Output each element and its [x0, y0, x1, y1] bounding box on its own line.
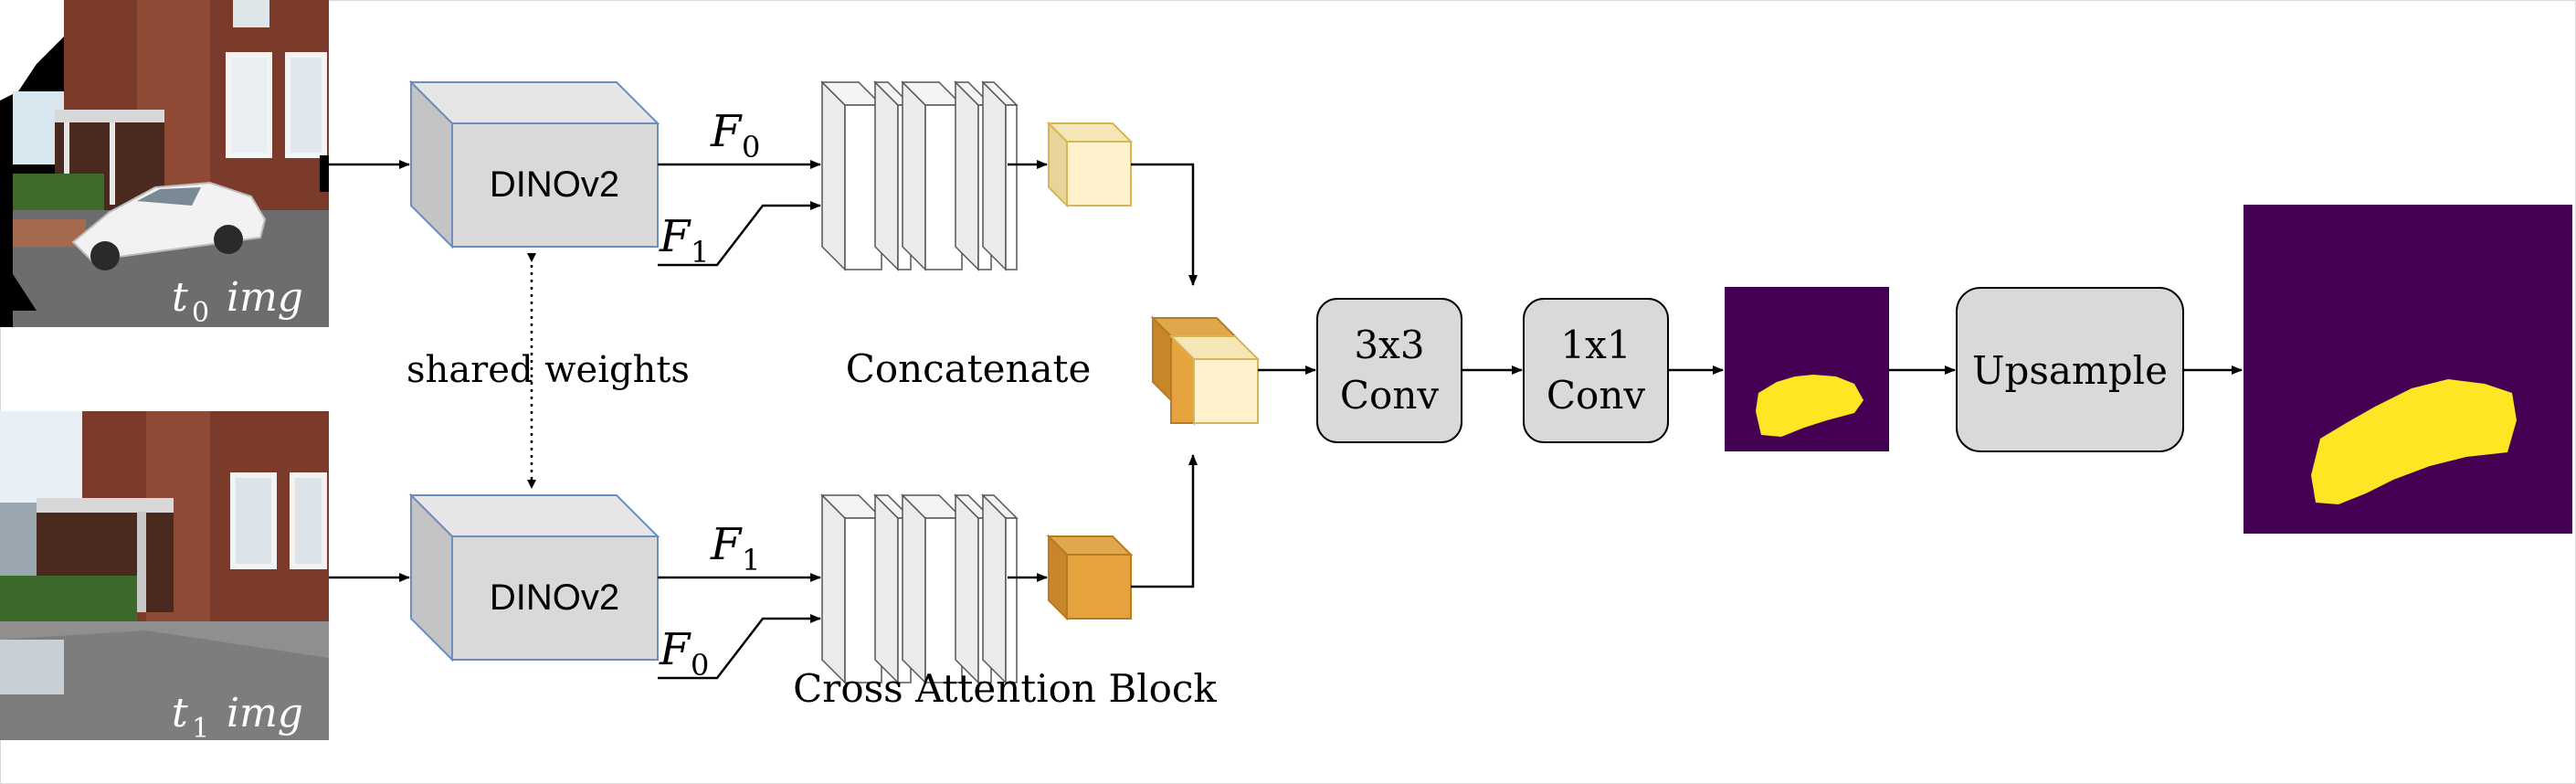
cross-attention-layer [981, 493, 1019, 684]
t1-symbol: t [172, 690, 188, 736]
cross-attention-layer [901, 80, 964, 271]
cross-attention-layer [820, 493, 883, 684]
top-f0-sub: 0 [742, 130, 760, 164]
label-t0-img: t 0 img [172, 274, 303, 329]
label-t1-img: t 1 img [172, 690, 303, 745]
top-f1-sub: 1 [691, 235, 709, 270]
upsample-label: Upsample [1972, 348, 2168, 393]
arrow-bottom-feature-to-concat [1131, 454, 1198, 588]
t1-img-word: img [227, 690, 303, 736]
cross-attention-layer [981, 80, 1019, 271]
shared-weights-label: shared weights [406, 349, 690, 391]
concatenate-label: Concatenate [846, 346, 1092, 391]
top-f1-symbol: F [659, 211, 692, 262]
lowres-mask-output [1725, 287, 1889, 451]
upsample-block: Upsample [1956, 287, 2184, 452]
bottom-f0-sub: 0 [691, 648, 709, 683]
t1-subscript: 1 [192, 713, 209, 745]
dino-encoder-bottom: DINOv2 [408, 493, 660, 662]
cross-attention-layer [820, 80, 883, 271]
top-f0-symbol: F [710, 106, 743, 157]
feature-cube-bottom [1046, 534, 1134, 621]
dino-top-label: DINOv2 [490, 164, 619, 205]
cross-attention-block-top [820, 80, 1019, 271]
label-top-f0: F 0 [710, 106, 760, 164]
conv1-line2: Conv [1547, 373, 1645, 418]
t0-subscript: 0 [192, 297, 209, 329]
dino-encoder-top: DINOv2 [408, 79, 660, 249]
bottom-f1-symbol: F [710, 519, 743, 570]
conv1x1-block: 1x1 Conv [1523, 298, 1669, 443]
final-mask-output [2243, 205, 2572, 534]
bottom-f0-symbol: F [659, 624, 692, 675]
input-image-t0 [0, 0, 329, 327]
arrow-bottom-f0 [658, 614, 821, 680]
t0-img-word: img [227, 274, 303, 321]
conv3-line2: Conv [1340, 373, 1439, 418]
conv3-line1: 3x3 [1354, 323, 1424, 367]
label-bottom-f0: F 0 [659, 624, 709, 683]
feature-cube-top [1046, 121, 1134, 208]
dino-bottom-label: DINOv2 [490, 577, 619, 618]
label-top-f1: F 1 [659, 211, 709, 270]
label-bottom-f1: F 1 [710, 519, 760, 577]
cross-attention-block-bottom [820, 493, 1019, 684]
arrow-top-feature-to-concat [1131, 163, 1198, 286]
input-image-t1 [0, 411, 329, 740]
cross-attention-label: Cross Attention Block [793, 666, 1217, 711]
t0-symbol: t [172, 274, 188, 321]
arrow-top-f1 [658, 201, 821, 267]
concatenated-feature-cube [1150, 315, 1261, 426]
conv3x3-block: 3x3 Conv [1316, 298, 1462, 443]
bottom-f1-sub: 1 [742, 543, 760, 577]
conv1-line1: 1x1 [1560, 323, 1631, 367]
cross-attention-layer [901, 493, 964, 684]
